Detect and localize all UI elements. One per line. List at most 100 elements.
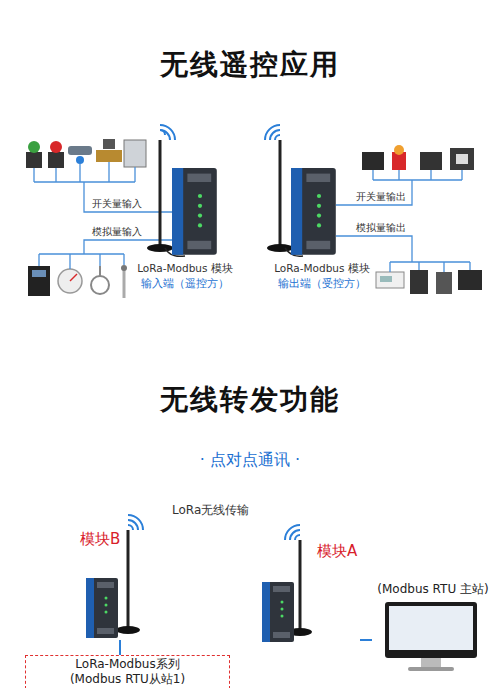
lora-module-a-part-part	[262, 582, 270, 642]
lora-module-input-part-part	[198, 214, 202, 218]
module-node: 模块B	[75, 520, 165, 640]
lora-module-input-part	[160, 125, 175, 140]
input-analog-devices-part	[121, 265, 127, 271]
lora-module-b-part	[128, 520, 138, 530]
module-node: LoRa-Modbus 模块输入端（遥控方）	[125, 150, 245, 295]
node-text: LoRa-Modbus 模块	[137, 262, 233, 275]
lora-module-output-part	[279, 140, 282, 246]
lora-module-b-part-part	[97, 582, 114, 588]
master-node: (Modbus RTU 主站)	[372, 578, 494, 676]
input-analog-devices-part	[28, 266, 50, 296]
lora-module-output-part-part	[317, 223, 321, 227]
lora-module-input-part	[160, 130, 170, 140]
lora-module-b-part	[86, 578, 118, 638]
output-switch-devices-part	[420, 152, 442, 170]
master-monitor	[385, 602, 477, 671]
node-text: LoRa-Modbus 模块	[274, 262, 370, 275]
lora-module-output-part-part	[317, 204, 321, 208]
lora-module-output	[265, 125, 336, 256]
node-text: 输出端（受控方）	[278, 277, 366, 290]
master-monitor-part	[408, 667, 454, 671]
lora-module-b-part-part	[105, 604, 108, 607]
output-switch-devices-part	[450, 148, 474, 170]
signal-label: 模拟量输入	[92, 226, 142, 238]
lora-module-output-part-part	[306, 241, 330, 249]
connector	[360, 640, 372, 641]
input-switch-devices	[26, 139, 146, 168]
output-switch-devices	[362, 145, 474, 170]
output-switch-wires	[336, 170, 462, 205]
lora-module-output-part-part	[291, 168, 336, 255]
input-analog-devices-part	[58, 269, 82, 293]
output-analog-devices-part	[410, 270, 428, 294]
lora-module-input-part-part	[172, 168, 217, 255]
input-analog-devices-part	[32, 270, 46, 277]
lora-module-b-part	[116, 626, 140, 634]
lora-module-b-part	[127, 530, 130, 628]
signal-label: 开关量输出	[356, 191, 406, 203]
connector	[120, 640, 121, 655]
lora-module-output-part-part	[306, 174, 330, 182]
page-title: 无线遥控应用	[0, 48, 500, 82]
output-analog-devices-part	[376, 272, 404, 288]
lora-module-a	[262, 525, 312, 642]
lora-module-a-part-part	[281, 615, 284, 618]
slave-box: LoRa-Modbus系列 (Modbus RTU从站1)	[25, 655, 230, 688]
input-analog-devices-part	[70, 274, 77, 281]
output-switch-wires-part	[336, 170, 462, 205]
connector-line	[119, 640, 121, 655]
lora-module-a-part	[299, 540, 302, 630]
lora-module-a-part	[295, 535, 300, 540]
lora-module-a-part-part	[281, 601, 284, 604]
signal-label: 开关量输入	[92, 198, 142, 210]
lora-module-output-part-part	[317, 194, 321, 198]
lora-module-b-part-part	[97, 628, 114, 634]
output-analog-devices-part	[436, 272, 452, 294]
lora-module-input-part-part	[198, 194, 202, 198]
input-switch-devices-part	[103, 139, 115, 149]
input-switch-devices-part	[26, 152, 42, 168]
input-switch-devices-part	[50, 141, 62, 153]
output-switch-devices-part	[456, 154, 468, 164]
input-switch-wires-part	[34, 162, 172, 212]
lora-module-input-part	[147, 244, 173, 252]
input-analog-devices	[28, 265, 127, 298]
lora-module-a-part-part	[273, 586, 290, 592]
module-node: LoRa-Modbus 模块输出端（受控方）	[262, 150, 382, 295]
input-switch-wires	[34, 162, 172, 212]
output-analog-devices-part	[380, 276, 392, 282]
lora-module-output-part	[267, 244, 293, 252]
lora-module-a-part-part	[262, 582, 294, 642]
node-text: LoRa-Modbus系列 (Modbus RTU从站1)	[58, 657, 198, 687]
master-monitor-part	[421, 658, 441, 667]
lora-module-input-part	[159, 140, 162, 246]
lora-module-a-part	[285, 525, 300, 540]
lora-module-output-part-part	[317, 214, 321, 218]
input-switch-devices-part	[68, 146, 92, 155]
lora-module-a-part	[290, 530, 300, 540]
lora-module-input-part-part	[187, 241, 211, 249]
lora-module-input-part	[172, 168, 217, 255]
signal-label: 模拟量输出	[356, 222, 406, 234]
master-monitor-part	[389, 606, 473, 650]
input-switch-devices-part	[96, 150, 122, 162]
lora-module-input-part-part	[198, 223, 202, 227]
lora-module-output-part	[275, 135, 280, 140]
output-switch-devices-part	[394, 145, 404, 155]
lora-module-a-part-part	[273, 632, 290, 638]
input-analog-devices-part	[91, 276, 109, 294]
lora-module-b-part-part	[105, 597, 108, 600]
input-switch-devices-part	[28, 141, 40, 153]
lora-module-input-part-part	[187, 174, 211, 182]
input-analog-devices-part	[123, 268, 126, 298]
lora-module-a-part	[262, 582, 294, 642]
lora-module-b-part-part	[86, 578, 94, 638]
lora-module-input	[147, 125, 217, 256]
master-monitor-part	[385, 602, 477, 658]
lora-module-output-part-part	[291, 168, 302, 255]
module-node: 模块A	[255, 528, 360, 650]
lora-module-b-part-part	[86, 578, 118, 638]
lora-module-b-part	[128, 515, 143, 530]
connector-line	[360, 639, 372, 641]
output-switch-devices-part	[362, 152, 384, 170]
